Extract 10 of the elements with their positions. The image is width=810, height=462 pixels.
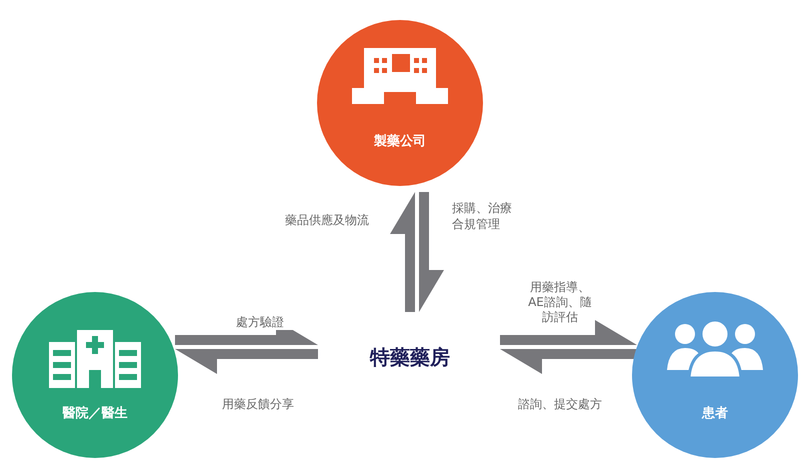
node-label: 醫院／醫生 <box>62 404 128 422</box>
node-label: 特藥藥房 <box>350 344 470 371</box>
node-label: 患者 <box>700 405 729 422</box>
arrow <box>419 192 444 312</box>
arrow <box>500 349 637 374</box>
arrow <box>175 349 318 374</box>
node-label: 製藥公司 <box>373 133 427 150</box>
arrow <box>390 192 415 312</box>
arrow <box>500 320 637 345</box>
edge-label: 用藥指導、AE諮詢、隨訪評估 <box>527 280 593 325</box>
